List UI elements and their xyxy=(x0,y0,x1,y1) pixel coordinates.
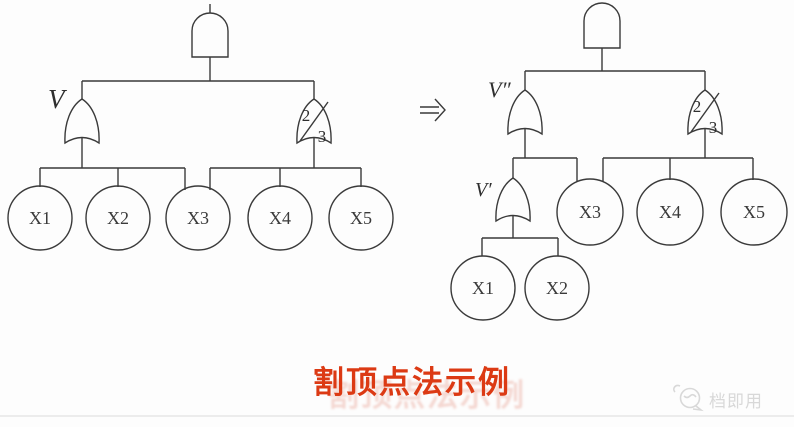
right-or-gate-label: V″ xyxy=(488,77,511,102)
event-circle-x2 xyxy=(524,255,590,321)
event-circle-x5 xyxy=(328,185,394,251)
right-vote-gate: 2 3 xyxy=(687,89,723,137)
event-label-x2: X2 xyxy=(546,278,568,298)
left-vote-gate: 2 3 xyxy=(296,98,332,146)
event-label-x4: X4 xyxy=(659,202,681,222)
left-vote-gate-denominator: 3 xyxy=(318,127,327,146)
event-label-x1: X1 xyxy=(29,208,51,228)
right-tree-connector-lines xyxy=(481,48,754,256)
left-vote-gate-body xyxy=(296,98,332,145)
left-vote-gate-slash xyxy=(299,101,329,142)
right-or-gate xyxy=(507,89,543,136)
watermark-logo-icon xyxy=(673,384,704,412)
event-label-x5: X5 xyxy=(743,202,765,222)
watermark-text: 档即用 xyxy=(709,392,763,411)
event-label-x2: X2 xyxy=(107,208,129,228)
left-fault-tree: V 2 3 X1 X2 X3 X4 X5 xyxy=(7,4,394,251)
left-or-gate-label: V xyxy=(48,84,68,114)
event-circle-x1 xyxy=(450,255,516,321)
diagram-caption: 割顶点法示例 xyxy=(313,365,511,400)
bottom-divider xyxy=(0,415,794,417)
right-vote-gate-numerator: 2 xyxy=(693,97,702,116)
right-top-and-gate xyxy=(583,2,621,49)
left-tree-connector-lines xyxy=(39,4,362,190)
event-label-x3: X3 xyxy=(187,208,209,228)
right-vote-gate-body xyxy=(687,89,723,136)
right-sub-or-gate xyxy=(495,177,531,223)
event-label-x1: X1 xyxy=(472,278,494,298)
left-or-gate xyxy=(64,98,100,145)
right-vote-gate-denominator: 3 xyxy=(709,118,718,137)
event-label-x4: X4 xyxy=(269,208,291,228)
event-circle-x2 xyxy=(85,185,151,251)
left-basic-events: X1 X2 X3 X4 X5 xyxy=(7,185,394,251)
left-vote-gate-numerator: 2 xyxy=(302,106,311,125)
right-sub-or-gate-label: V′ xyxy=(475,179,492,201)
event-circle-x5 xyxy=(720,178,788,246)
event-label-x5: X5 xyxy=(350,208,372,228)
right-vote-gate-slash xyxy=(690,92,720,133)
right-basic-events: X1 X2 X3 X4 X5 xyxy=(450,178,788,321)
event-circle-x4 xyxy=(247,185,313,251)
event-circle-x3 xyxy=(556,178,624,246)
event-label-x3: X3 xyxy=(579,202,601,222)
implies-arrow-icon xyxy=(420,98,446,122)
event-circle-x1 xyxy=(7,185,73,251)
right-fault-tree: V″ V′ 2 3 X1 X2 X3 X4 X5 xyxy=(450,2,788,321)
event-circle-x4 xyxy=(636,178,704,246)
event-circle-x3 xyxy=(165,185,231,251)
left-top-and-gate xyxy=(191,12,229,58)
